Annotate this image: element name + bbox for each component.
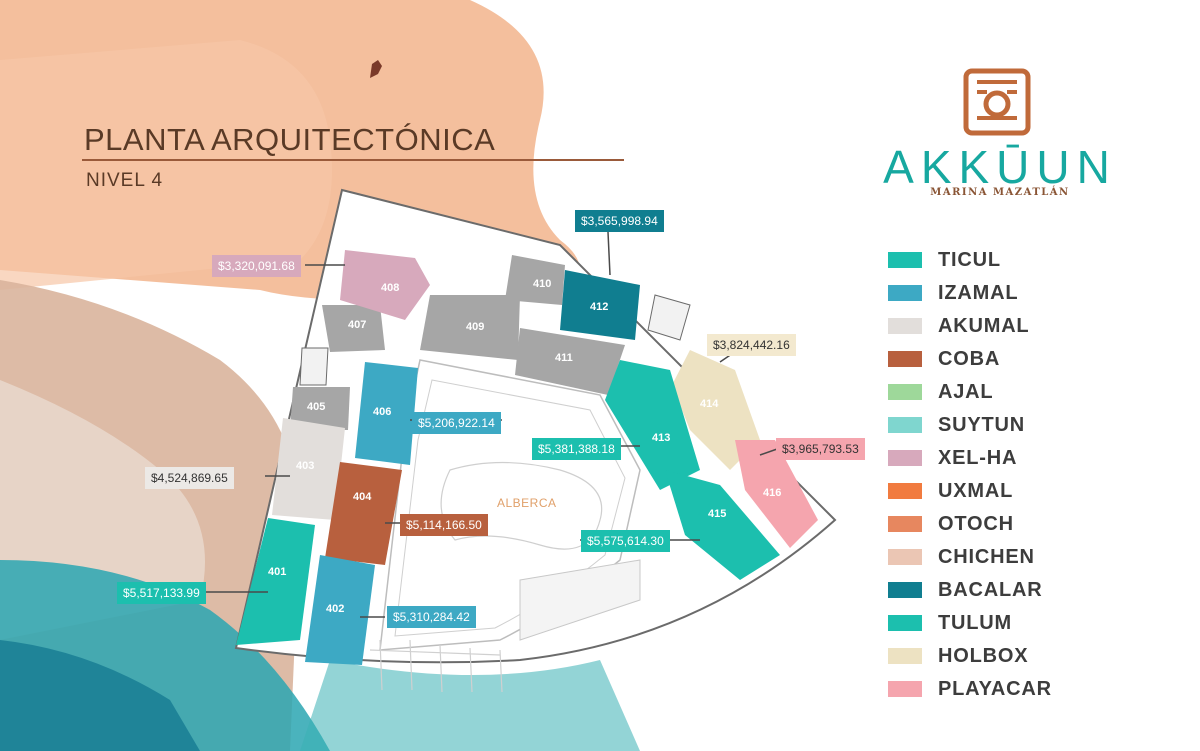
unit-408-block	[340, 250, 430, 320]
stair-block-right	[647, 294, 691, 341]
unit-number-411: 411	[555, 352, 573, 364]
legend-swatch	[888, 582, 922, 598]
unit-number-408: 408	[381, 282, 400, 294]
legend-label: TULUM	[938, 612, 1012, 634]
unit-409-block	[420, 295, 520, 360]
legend-swatch	[888, 615, 922, 631]
legend-swatch	[888, 483, 922, 499]
legend-swatch	[888, 450, 922, 466]
price-tag-406: $5,206,922.14	[412, 412, 501, 434]
unit-412-block	[560, 270, 640, 340]
price-tag-416: $3,965,793.53	[776, 438, 865, 460]
legend-label: IZAMAL	[938, 282, 1019, 304]
unit-413-block	[605, 360, 700, 490]
surfer-figure	[370, 60, 382, 78]
legend-label: TICUL	[938, 249, 1001, 271]
legend-label: UXMAL	[938, 480, 1014, 502]
unit-number-406: 406	[373, 406, 392, 418]
unit-401-block	[236, 518, 315, 645]
unit-number-401: 401	[268, 566, 287, 578]
unit-number-414: 414	[700, 398, 719, 410]
unit-number-403: 403	[296, 460, 315, 472]
legend-label: OTOCH	[938, 513, 1014, 535]
legend-swatch	[888, 384, 922, 400]
unit-407-block	[322, 305, 385, 352]
price-tag-412: $3,565,998.94	[575, 210, 664, 232]
price-tag-401: $5,517,133.99	[117, 582, 206, 604]
price-tag-408: $3,320,091.68	[212, 255, 301, 277]
unit-411-block	[515, 328, 625, 395]
akkuun-logo-icon	[963, 68, 1031, 136]
price-tag-413: $5,381,388.18	[532, 438, 621, 460]
legend-swatch	[888, 516, 922, 532]
sand-wash-light	[0, 40, 332, 290]
brand-subtitle: MARINA MAZATLÁN	[930, 187, 1070, 198]
unit-number-404: 404	[353, 491, 372, 503]
legend-swatch	[888, 351, 922, 367]
legend-swatch	[888, 318, 922, 334]
legend-label: XEL-HA	[938, 447, 1018, 469]
unit-406-block	[355, 362, 418, 465]
title-divider	[82, 159, 624, 161]
stair-block-left	[299, 347, 329, 386]
unit-number-407: 407	[348, 319, 367, 331]
price-tag-414: $3,824,442.16	[707, 334, 796, 356]
unit-404-block	[325, 462, 402, 565]
legend-swatch	[888, 285, 922, 301]
unit-number-416: 416	[763, 487, 782, 499]
level-subtitle: NIVEL 4	[86, 170, 164, 191]
legend-label: SUYTUN	[938, 414, 1026, 436]
legend-label: AKUMAL	[938, 315, 1030, 337]
unit-410-block	[505, 255, 565, 305]
page-title: PLANTA ARQUITECTÓNICA	[84, 122, 496, 157]
brand-name: AKKŪUN	[883, 141, 1117, 193]
legend-label: HOLBOX	[938, 645, 1029, 667]
ramp-hatch	[519, 559, 641, 641]
unit-number-409: 409	[466, 321, 485, 333]
legend-swatch	[888, 648, 922, 664]
unit-number-405: 405	[307, 401, 326, 413]
unit-number-410: 410	[533, 278, 552, 290]
price-tag-415: $5,575,614.30	[581, 530, 670, 552]
unit-415-block	[665, 470, 780, 580]
unit-405-block	[290, 387, 350, 430]
unit-number-402: 402	[326, 603, 345, 615]
pool-label: ALBERCA	[497, 496, 557, 510]
legend-label: COBA	[938, 348, 1001, 370]
unit-403-block	[272, 418, 345, 520]
price-tag-402: $5,310,284.42	[387, 606, 476, 628]
legend-swatch	[888, 549, 922, 565]
legend-swatch	[888, 252, 922, 268]
legend-label: AJAL	[938, 381, 994, 403]
legend-swatch	[888, 681, 922, 697]
unit-number-412: 412	[590, 301, 609, 313]
unit-number-415: 415	[708, 508, 727, 520]
legend-label: PLAYACAR	[938, 678, 1052, 700]
sea-wash-deep	[0, 640, 200, 751]
price-tag-403: $4,524,869.65	[145, 467, 234, 489]
unit-416-block	[735, 440, 818, 548]
legend-swatch	[888, 417, 922, 433]
unit-402-block	[305, 555, 375, 665]
legend-label: BACALAR	[938, 579, 1043, 601]
price-tag-404: $5,114,166.50	[400, 514, 488, 536]
unit-number-413: 413	[652, 432, 671, 444]
sea-wash-right	[300, 660, 640, 751]
legend-label: CHICHEN	[938, 546, 1035, 568]
parking-stalls	[369, 639, 503, 693]
